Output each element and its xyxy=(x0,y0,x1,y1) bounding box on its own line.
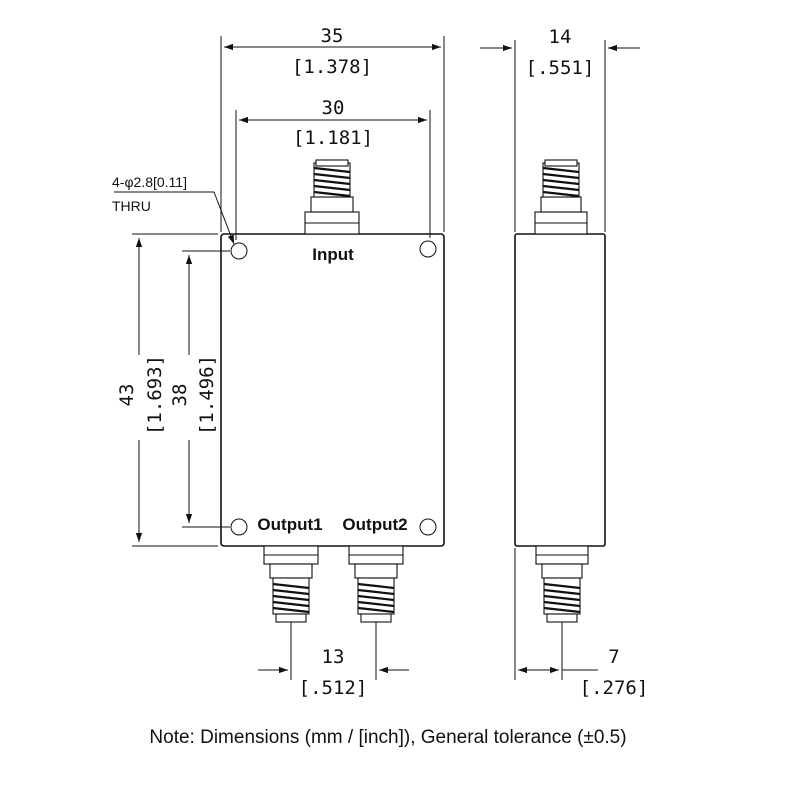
depth-mm-label: 14 xyxy=(549,26,572,48)
side-offset-mm-label: 7 xyxy=(608,646,619,668)
output-spacing-mm-label: 13 xyxy=(322,646,345,668)
dimension-lines xyxy=(114,36,640,680)
hole-spacing-x-in-label: [1.181] xyxy=(293,127,373,149)
side-offset-in-label: [.276] xyxy=(580,677,649,699)
hole-spacing-y-in-label: [1.496] xyxy=(196,355,218,435)
output1-port-label: Output1 xyxy=(257,515,322,534)
width-mm-label: 35 xyxy=(321,25,344,47)
front-body xyxy=(220,233,445,547)
side-body xyxy=(514,233,606,547)
input-connector xyxy=(304,159,360,235)
output1-connector xyxy=(263,545,319,623)
height-mm-label: 43 xyxy=(116,384,138,407)
mounting-hole-bottom-left xyxy=(230,518,248,536)
output2-port-label: Output2 xyxy=(342,515,407,534)
depth-in-label: [.551] xyxy=(526,57,595,79)
hole-type-label: THRU xyxy=(112,198,151,214)
tolerance-note: Note: Dimensions (mm / [inch]), General … xyxy=(149,727,626,748)
mounting-hole-top-left xyxy=(230,242,248,260)
mounting-hole-top-right xyxy=(419,240,437,258)
input-port-label: Input xyxy=(312,245,354,264)
height-in-label: [1.693] xyxy=(144,355,166,435)
hole-spacing-y-mm-label: 38 xyxy=(169,384,191,407)
front-view: Input Output1 Output2 xyxy=(220,159,445,623)
output-spacing-in-label: [.512] xyxy=(299,677,368,699)
output2-connector xyxy=(348,545,404,623)
hole-spec-label: 4-φ2.8[0.11] xyxy=(112,174,187,190)
side-bottom-connector xyxy=(535,545,589,623)
hole-spacing-x-mm-label: 30 xyxy=(322,97,345,119)
width-in-label: [1.378] xyxy=(292,56,372,78)
side-view xyxy=(514,159,606,623)
side-top-connector xyxy=(534,159,588,235)
mounting-hole-bottom-right xyxy=(419,518,437,536)
